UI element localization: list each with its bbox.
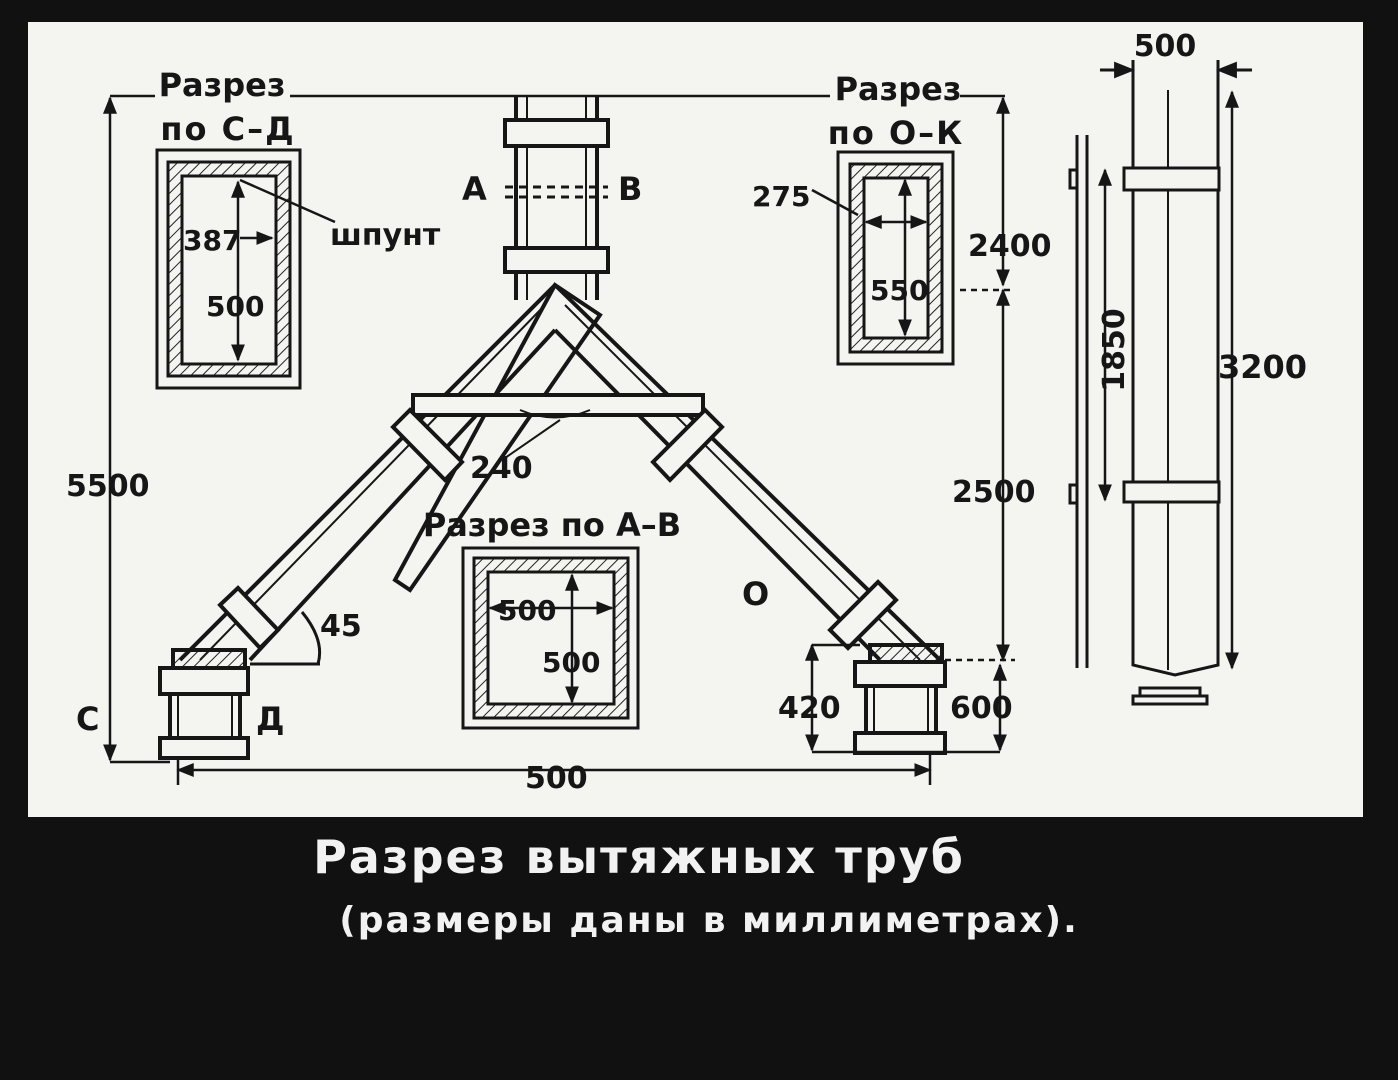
label-b: В [618, 170, 642, 208]
dim-base-right: 600 [950, 691, 1013, 726]
section-ok-title-2: по О–К [828, 114, 965, 152]
dim-total-height: 5500 [66, 469, 150, 504]
section-cd-title-2: по С–Д [160, 110, 295, 148]
dim-gap: 240 [470, 451, 533, 486]
label-o: О [742, 575, 769, 613]
section-ok [811, 150, 955, 366]
caption-title: Разрез вытяжных труб [313, 830, 965, 884]
dimension-lines [103, 94, 1015, 785]
section-ab [461, 546, 640, 730]
section-ab-dim-500-v: 500 [542, 646, 600, 679]
section-ab-dim-500-h: 500 [498, 594, 556, 627]
section-cd [155, 148, 336, 390]
dim-base-left: 420 [778, 691, 841, 726]
main-pipe [158, 95, 947, 760]
section-ok-title-1: Разрез [835, 70, 962, 108]
dim-upper: 2400 [968, 229, 1052, 264]
side-elevation [1068, 60, 1252, 706]
label-d: Д [256, 700, 285, 738]
side-total-dim: 3200 [1218, 348, 1307, 386]
label-a: А [462, 170, 487, 208]
section-ab-title: Разрез по А–В [423, 506, 681, 544]
dim-angle: 45 [320, 609, 362, 644]
dim-lower: 2500 [952, 475, 1036, 510]
side-inner-dim: 1850 [1097, 308, 1132, 392]
section-cd-title-1: Разрез [159, 66, 286, 104]
tongue-groove-label: шпунт [330, 218, 441, 253]
section-cd-dim-500: 500 [206, 290, 264, 323]
dim-base-width: 500 [525, 761, 588, 796]
section-ok-dim-275: 275 [752, 180, 810, 213]
section-ok-dim-550: 550 [870, 274, 928, 307]
section-cd-dim-387: 387 [183, 224, 241, 257]
side-width-dim: 500 [1134, 29, 1197, 64]
caption-subtitle: (размеры даны в миллиметрах). [339, 900, 1079, 941]
label-c: С [76, 700, 99, 738]
